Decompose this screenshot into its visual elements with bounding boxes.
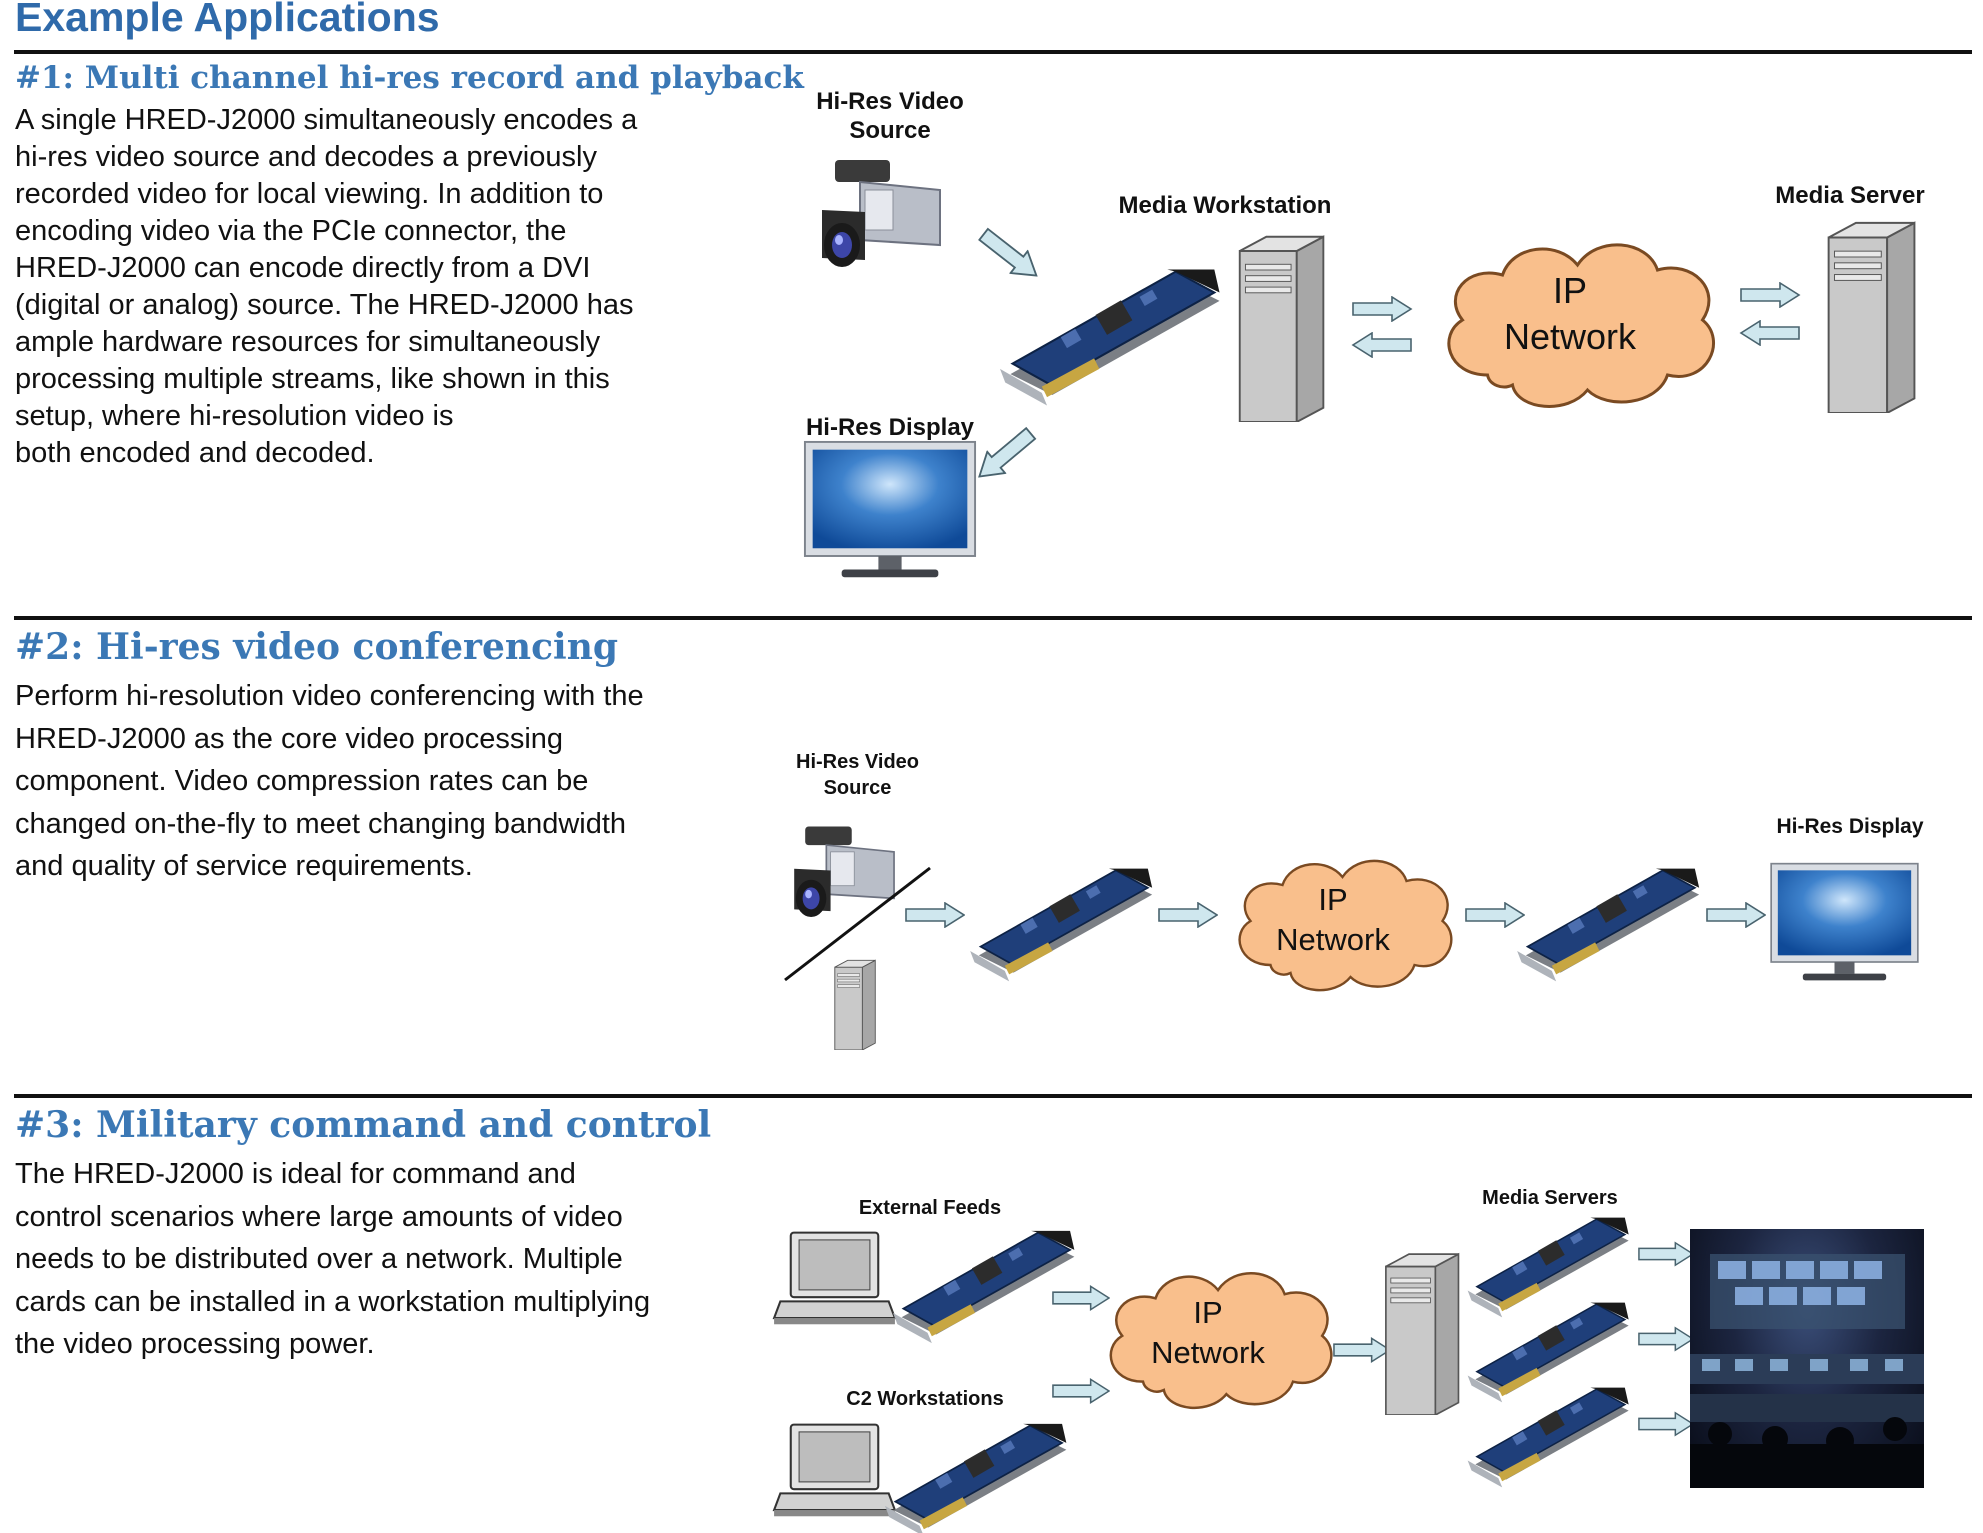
cloud-label-1: IP Network	[1503, 270, 1637, 357]
arrow-right-icon	[1706, 902, 1766, 928]
label-display-1: Hi-Res Display	[805, 414, 975, 441]
laptop-icon	[773, 1423, 896, 1518]
section-1-title: #1: Multi channel hi-res record and play…	[15, 60, 804, 96]
arrow-left-icon	[1740, 320, 1800, 346]
decoder-card-icon	[1466, 1216, 1630, 1319]
label-media-server: Media Server	[1775, 182, 1925, 209]
video-camera-icon	[820, 158, 942, 269]
command-center-photo	[1690, 1229, 1924, 1488]
media-server-tower-icon	[1827, 221, 1916, 413]
arrow-right-icon	[1638, 1412, 1694, 1436]
diagram-1	[803, 158, 1916, 579]
label-media-servers: Media Servers	[1482, 1187, 1618, 1209]
decoder-card-icon	[1516, 867, 1701, 983]
display-monitor-icon	[1770, 862, 1919, 982]
encoder-card-icon	[893, 1229, 1076, 1345]
section-2-title: #2: Hi-res video conferencing	[15, 626, 619, 668]
workstation-tower-icon	[1238, 235, 1325, 422]
arrow-right-icon	[1740, 282, 1800, 308]
encoder-card-icon	[885, 1422, 1068, 1533]
video-camera-icon	[793, 825, 895, 918]
arrow-right-icon	[905, 902, 965, 928]
arrow-right-icon	[1052, 1378, 1110, 1404]
divider-2	[14, 1094, 1972, 1098]
label-video-source-2: Hi-Res Video Source	[796, 751, 919, 799]
arrow-right-icon	[1638, 1242, 1694, 1266]
section-3-title: #3: Military command and control	[15, 1104, 712, 1146]
arrow-left-icon	[1352, 332, 1412, 358]
laptop-icon	[773, 1231, 896, 1326]
section-2-body: Perform hi-resolution video conferencing…	[15, 680, 644, 882]
decoder-card-icon	[1466, 1301, 1630, 1404]
diagram-3	[773, 1216, 1694, 1533]
display-monitor-icon	[803, 440, 977, 579]
arrow-right-icon	[1638, 1327, 1694, 1351]
decoder-card-icon	[1466, 1386, 1630, 1489]
arrow-right-icon	[1052, 1285, 1110, 1311]
encoder-card-icon	[969, 867, 1154, 983]
label-c2-workstations: C2 Workstations	[846, 1388, 1004, 1410]
media-server-tower-icon	[1384, 1253, 1460, 1415]
arrow-icon	[974, 222, 1046, 288]
arrow-right-icon	[1465, 902, 1525, 928]
section-3-body: The HRED-J2000 is ideal for command and …	[15, 1158, 651, 1360]
arrow-right-icon	[1333, 1337, 1391, 1363]
label-video-source-1: Hi-Res Video Source	[816, 88, 964, 144]
divider-top	[14, 50, 1972, 54]
section-1-body: A single HRED-J2000 simultaneously encod…	[15, 104, 638, 469]
cloud-label-3: IP Network	[1151, 1295, 1265, 1370]
divider-1	[14, 616, 1972, 620]
encoder-card-icon	[1000, 268, 1221, 407]
arrow-right-icon	[1352, 296, 1412, 322]
label-media-workstation: Media Workstation	[1118, 192, 1332, 219]
diagram-2	[784, 825, 1919, 1050]
cloud-label-2: IP Network	[1276, 882, 1390, 957]
label-display-2: Hi-Res Display	[1776, 815, 1924, 838]
label-external-feeds: External Feeds	[858, 1197, 1002, 1219]
arrow-right-icon	[1158, 902, 1218, 928]
page-title: Example Applications	[15, 0, 440, 40]
workstation-tower-icon	[834, 959, 876, 1050]
